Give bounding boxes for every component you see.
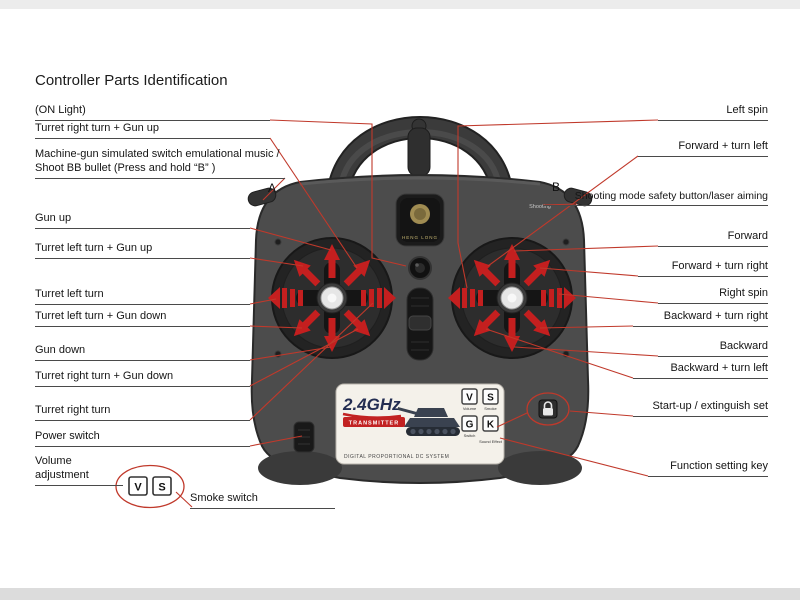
right-grip bbox=[498, 451, 582, 485]
volume-key[interactable] bbox=[461, 388, 478, 405]
volume-key-label: V bbox=[466, 393, 473, 404]
left-grip bbox=[258, 451, 342, 485]
g-key-label: G bbox=[466, 420, 474, 431]
left-shoulder-button bbox=[247, 187, 277, 207]
label-backward-turn-right: Backward + turn right bbox=[633, 310, 768, 327]
center-slider[interactable] bbox=[406, 287, 434, 361]
frequency-text: 2.4GHz bbox=[342, 395, 401, 414]
page-title: Controller Parts Identification bbox=[35, 72, 228, 89]
label-volume-adjustment: Volume adjustment bbox=[35, 455, 123, 486]
label-right-spin: Right spin bbox=[658, 287, 768, 304]
label-forward: Forward bbox=[658, 230, 768, 247]
label-shooting-mode-safety: Shooting mode safety button/laser aiming bbox=[543, 190, 768, 207]
label-forward-turn-left: Forward + turn left bbox=[638, 140, 768, 157]
smoke-key-label: S bbox=[487, 393, 494, 404]
panel-keys[interactable]: V S Volume Smoke G K Switch Sound Effect bbox=[461, 388, 503, 444]
label-startup-extinguish: Start-up / extinguish set bbox=[633, 400, 768, 417]
label-turret-right-turn-gun-down: Turret right turn + Gun down bbox=[35, 370, 250, 387]
g-key[interactable] bbox=[461, 415, 478, 432]
shoulder-text: Shooting bbox=[529, 204, 551, 210]
k-key[interactable] bbox=[482, 415, 499, 432]
label-power-switch: Power switch bbox=[35, 430, 250, 447]
lock-icon bbox=[543, 401, 553, 408]
leader-lines bbox=[175, 119, 659, 508]
volume-caption: Volume bbox=[463, 406, 477, 411]
smoke-key[interactable] bbox=[482, 388, 499, 405]
page-bottom-edge bbox=[0, 588, 800, 600]
label-on-light: (ON Light) bbox=[35, 104, 270, 121]
label-backward: Backward bbox=[658, 340, 768, 357]
smoke-caption: Smoke bbox=[484, 406, 497, 411]
tank-illustration bbox=[398, 407, 460, 436]
volume-key-callout-label: V bbox=[134, 482, 142, 494]
brand-text: HENG LONG bbox=[402, 235, 438, 240]
k-caption: Sound Effect bbox=[479, 439, 503, 444]
g-caption: Switch bbox=[464, 433, 476, 438]
marker-b: B bbox=[552, 180, 561, 194]
power-led-knob bbox=[408, 256, 432, 280]
label-turret-right-turn: Turret right turn bbox=[35, 404, 250, 421]
marker-a: A bbox=[268, 181, 277, 195]
page-top-edge bbox=[0, 0, 800, 9]
label-machine-gun-switch: Machine-gun simulated switch emulational… bbox=[35, 148, 285, 179]
transmitter-text: TRANSMITTER bbox=[349, 421, 399, 427]
label-turret-right-turn-gun-up: Turret right turn + Gun up bbox=[35, 122, 270, 139]
label-gun-down: Gun down bbox=[35, 344, 250, 361]
label-function-setting-key: Function setting key bbox=[648, 460, 768, 477]
label-turret-left-turn-gun-up: Turret left turn + Gun up bbox=[35, 242, 250, 259]
front-panel: 2.4GHz TRANSMITTER V S Volume bbox=[335, 383, 505, 465]
label-gun-up: Gun up bbox=[35, 212, 250, 229]
label-turret-left-turn: Turret left turn bbox=[35, 288, 250, 305]
label-turret-left-turn-gun-down: Turret left turn + Gun down bbox=[35, 310, 250, 327]
label-forward-turn-right: Forward + turn right bbox=[638, 260, 768, 277]
vs-highlight-circle bbox=[115, 464, 185, 509]
label-smoke-switch: Smoke switch bbox=[190, 492, 335, 509]
label-left-spin: Left spin bbox=[658, 104, 768, 121]
volume-smoke-annotation: V S bbox=[115, 464, 185, 509]
volume-key-callout bbox=[128, 476, 148, 496]
k-key-label: K bbox=[487, 420, 495, 431]
logo-plate: HENG LONG bbox=[395, 193, 445, 247]
label-backward-turn-left: Backward + turn left bbox=[633, 362, 768, 379]
smoke-key-callout bbox=[152, 476, 172, 496]
lock-highlight-circle bbox=[526, 392, 570, 426]
system-text: DIGITAL PROPORTIONAL DC SYSTEM bbox=[344, 454, 449, 460]
smoke-key-callout-label: S bbox=[158, 482, 165, 494]
lock-annotation bbox=[526, 392, 570, 426]
